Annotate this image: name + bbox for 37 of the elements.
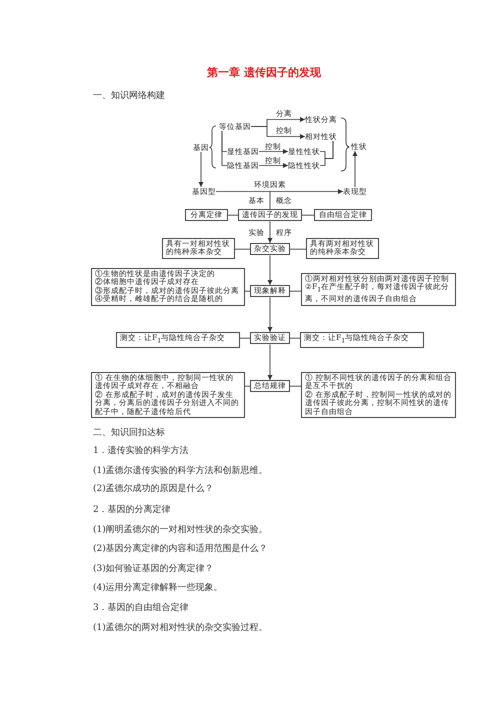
question-text: (1)孟德尔的两对相对性状的杂交实验过程。 (93, 623, 268, 634)
question-text: (3)如何验证基因的分离定律？ (93, 564, 214, 575)
connector-line (290, 248, 306, 250)
connector-line (228, 214, 238, 216)
topic-heading: 1．遗传实验的科学方法 (93, 446, 189, 457)
connector-line (290, 386, 302, 387)
section-heading: 二、知识回扣达标 (93, 428, 165, 439)
question-text: (2)基因分离定律的内容和适用范围是什么？ (93, 544, 268, 555)
arrow (268, 221, 272, 244)
arrow (198, 152, 204, 188)
connector-line (290, 290, 302, 292)
topic-heading: 2．基因的分离定律 (93, 505, 171, 516)
note-box (301, 372, 456, 418)
note-box (91, 372, 245, 418)
arrow (258, 149, 288, 154)
connector-line (234, 248, 250, 250)
page-title: 第一章 遗传因子的发现 (207, 66, 321, 79)
question-text: (2)孟德尔成功的原因是什么？ (93, 484, 214, 495)
question-text: (1)孟德尔遗传实验的科学方法和创新思维。 (93, 466, 268, 477)
connector-line (222, 130, 228, 166)
connector-line (320, 140, 334, 166)
section-heading: 一、知识网络构建 (93, 91, 165, 102)
note-box (91, 268, 245, 306)
question-text: (4)运用分离定律解释一些现象。 (93, 583, 223, 594)
connector-line (302, 214, 314, 216)
connector-line (290, 338, 300, 339)
topic-heading: 3．基因的自由组合定律 (93, 603, 189, 614)
arrow (258, 163, 288, 168)
arrow (268, 297, 272, 332)
arrow (268, 344, 272, 380)
arrow (250, 126, 306, 139)
arrow (352, 150, 358, 188)
question-text: (1)阐明孟德尔的一对相对性状的杂交实验。 (93, 525, 268, 536)
connector-line (240, 338, 250, 339)
note-box (301, 273, 456, 306)
arrow (216, 189, 344, 194)
arrow (268, 255, 272, 286)
